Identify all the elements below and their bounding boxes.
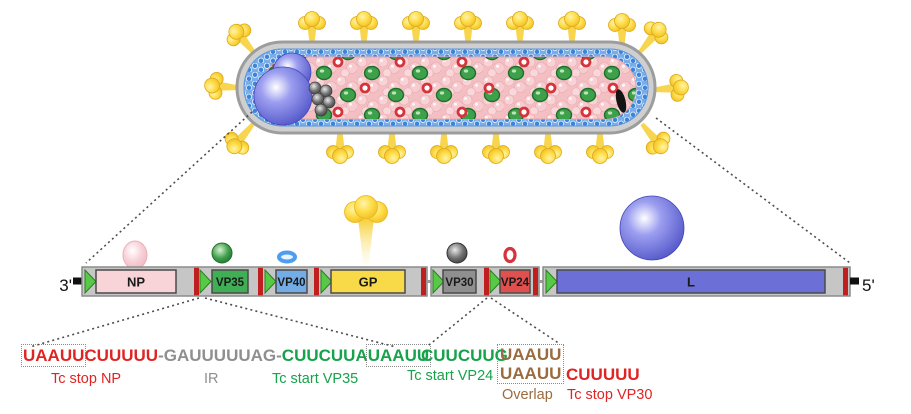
label-overlap: Overlap (502, 387, 553, 403)
tc-start-signal (320, 268, 333, 295)
gene-labels: NP VP35 VP40 GP VP30 VP24 L (127, 275, 695, 290)
gene-label-np: NP (127, 275, 145, 290)
l-polymerase-sphere-icon (253, 52, 313, 126)
tc-stop-signal (258, 267, 263, 296)
np-sphere-icon (122, 240, 148, 270)
vp35-sphere-icon (211, 242, 233, 264)
tc-stop-signal (421, 267, 426, 296)
tc-start-signal (264, 268, 277, 295)
tc-start-signal (545, 268, 558, 295)
black-end-mark (615, 89, 627, 113)
gene-label-l: L (687, 275, 695, 290)
tc-start-signal (432, 268, 445, 295)
virion-to-5prime-line (655, 117, 851, 264)
gene-box-l (556, 269, 826, 294)
gene-box-np (95, 269, 177, 294)
genome-map: 3' (59, 266, 875, 297)
gene-box-gp (330, 269, 406, 294)
tc-start-signal (199, 268, 212, 295)
sequence-np-vp35-junction: UAAUUCUUUUU-GAUUUUUAG-CUUCUUAUAAUU (20, 344, 432, 367)
np-junction-left-line (29, 297, 200, 348)
label-tc-start-vp35: Tc start VP35 (272, 371, 359, 387)
tc-stop-signal (314, 267, 319, 296)
tc-stop-signal (194, 267, 199, 296)
l-polymerase-sphere-icon (619, 195, 685, 261)
gene-label-vp35: VP35 (216, 277, 245, 289)
np-junction-right-line (204, 297, 397, 348)
dash: - (276, 346, 282, 365)
gene-label-gp: GP (359, 275, 378, 290)
genome-3prime-cap (73, 277, 82, 285)
dotted-connector-lines (29, 111, 851, 348)
start-vp35-lead: CUUCUUA (281, 346, 368, 365)
protein-legend-icons (122, 195, 685, 270)
gp-spike-icon (344, 195, 388, 266)
vp30-junction-right-line (490, 297, 561, 345)
gene-boxes (95, 269, 826, 294)
stop-vp30-tail: CUUUUU (566, 365, 640, 384)
start-vp24-lead: CUUCUUG (421, 346, 508, 365)
nucleocapsid (261, 56, 637, 120)
gene-box-vp40 (275, 269, 308, 294)
overlap-pentamer-box: UAAUU UAAUU (497, 344, 565, 384)
tc-stop-signal (843, 267, 848, 296)
gene-label-vp24: VP24 (501, 277, 530, 289)
label-ir: IR (204, 371, 219, 387)
genome-3prime-label: 3' (59, 276, 72, 295)
gp-spike-icon (650, 72, 690, 104)
tc-stop-signal (484, 267, 489, 296)
tc-start-signal (84, 268, 97, 295)
stop-np-pentamer: UAAUU (20, 344, 87, 367)
gene-label-vp40: VP40 (277, 277, 305, 289)
vp30-junction-left-line (428, 297, 488, 346)
tc-start-signal (489, 268, 502, 295)
gene-box-vp35 (211, 269, 249, 294)
stop-np-tail: CUUUUU (84, 346, 159, 365)
start-vp35-pentamer: UAAUU (365, 344, 432, 367)
genome-5prime-label: 5' (862, 276, 875, 295)
label-tc-stop-np: Tc stop NP (51, 371, 122, 387)
virion-illustration (203, 11, 690, 164)
overlap-pentamer-top: UAAUU (500, 345, 562, 364)
transcription-stop-signals (194, 267, 848, 296)
genome-5prime-cap (850, 277, 859, 285)
overlap-pentamer-bottom: UAAUU (500, 364, 562, 383)
vp30-sphere-icon (446, 242, 468, 264)
vp24-ring-icon (503, 246, 517, 264)
tc-stop-signal (533, 267, 538, 296)
label-tc-stop-vp30: Tc stop VP30 (567, 387, 653, 403)
dash: - (158, 346, 164, 365)
gene-box-vp30 (442, 269, 477, 294)
intergenic-sequence: GAUUUUUAG (163, 346, 277, 365)
gene-box-vp24 (499, 269, 531, 294)
transcription-start-signals (84, 268, 558, 295)
vp40-ellipse-icon (277, 250, 297, 264)
virion-to-3prime-line (85, 111, 253, 264)
label-tc-start-vp24: Tc start VP24 (407, 368, 494, 384)
gene-label-vp30: VP30 (445, 277, 473, 289)
gray-protein-cluster-icon (308, 81, 336, 117)
